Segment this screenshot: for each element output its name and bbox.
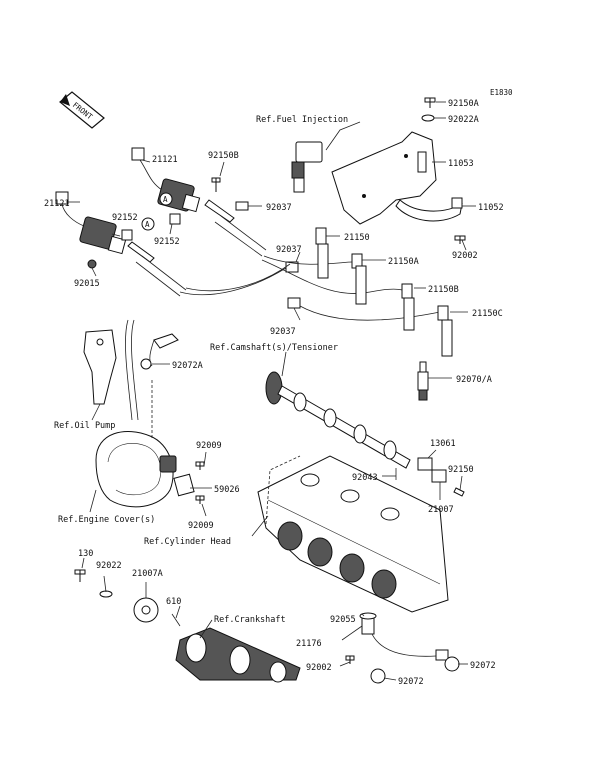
label-21121-lower: 21121 <box>44 199 70 209</box>
clamp-92037-c[interactable] <box>287 297 301 309</box>
pickup-coil-59026[interactable] <box>159 455 195 497</box>
label-92043: 92043 <box>352 473 378 483</box>
circle-marker-a-2: A <box>141 217 155 231</box>
bolt-92009-a-icon[interactable] <box>195 461 205 470</box>
reference-labels: Ref.Fuel Injection Ref.Camshaft(s)/Tensi… <box>54 115 348 625</box>
spark-plug-92070A[interactable] <box>417 361 429 401</box>
oil-pump-bracket[interactable] <box>83 329 117 405</box>
ignition-coil-21121-lower[interactable] <box>55 191 187 297</box>
lead-wire-4 <box>299 305 441 321</box>
label-92152-a: 92152 <box>112 213 138 223</box>
front-direction-arrow-icon: FRONT <box>59 91 105 129</box>
label-92037-a: 92037 <box>266 203 292 213</box>
label-92002-bottom: 92002 <box>306 663 332 673</box>
sensor-lead[interactable] <box>153 333 179 349</box>
ref-engine-cover: Ref.Engine Cover(s) <box>58 515 155 525</box>
bracket-11052[interactable] <box>395 197 463 222</box>
plug-cap-21150[interactable] <box>315 227 329 279</box>
svg-text:A: A <box>145 220 150 229</box>
label-92002-top: 92002 <box>452 251 478 261</box>
bolt-92150-icon[interactable] <box>453 487 465 497</box>
label-92009-a: 92009 <box>196 441 222 451</box>
label-610: 610 <box>166 597 181 607</box>
ref-crankshaft: Ref.Crankshaft <box>214 615 286 625</box>
spacer-92152-b[interactable] <box>169 213 181 225</box>
label-92072-a: 92072 <box>398 677 424 687</box>
ref-oil-pump: Ref.Oil Pump <box>54 421 115 431</box>
lead-wire-1 <box>179 267 287 296</box>
label-92015: 92015 <box>74 279 100 289</box>
label-92152-b: 92152 <box>154 237 180 247</box>
label-92150B: 92150B <box>208 151 239 161</box>
spacer-92152-a[interactable] <box>121 229 133 241</box>
igniter-unit-fuel-injection[interactable] <box>291 141 323 193</box>
clamp-92072-a[interactable] <box>370 668 386 684</box>
label-92055: 92055 <box>330 615 356 625</box>
leader-lines <box>66 101 476 681</box>
label-21150B: 21150B <box>428 285 459 295</box>
camshaft[interactable] <box>265 371 411 469</box>
label-21121-upper: 21121 <box>152 155 178 165</box>
crankshaft[interactable] <box>175 627 301 683</box>
rotor-21007A[interactable] <box>133 597 159 623</box>
clamp-92072-b[interactable] <box>444 656 460 672</box>
label-92150A: 92150A <box>448 99 479 109</box>
clamp-92072A-icon[interactable] <box>140 358 152 370</box>
label-92022: 92022 <box>96 561 122 571</box>
sensor-lead-wire <box>371 633 437 657</box>
bolt-92002-bottom-icon[interactable] <box>345 655 355 664</box>
label-21007: 21007 <box>428 505 454 515</box>
lead-wire-2 <box>263 255 353 265</box>
ref-camshaft-tensioner: Ref.Camshaft(s)/Tensioner <box>210 343 338 353</box>
timing-rotor-13061[interactable] <box>417 457 433 471</box>
plug-cap-21150A[interactable] <box>351 253 367 305</box>
ref-cylinder-head: Ref.Cylinder Head <box>144 537 231 547</box>
label-92009-b: 92009 <box>188 521 214 531</box>
label-59026: 59026 <box>214 485 240 495</box>
bolt-92002-top-icon[interactable] <box>454 235 466 244</box>
label-92072-b: 92072 <box>470 661 496 671</box>
label-13061: 13061 <box>430 439 456 449</box>
sensor-connector[interactable] <box>435 649 449 661</box>
plug-cap-21150B[interactable] <box>401 283 415 331</box>
label-92037-c: 92037 <box>270 327 296 337</box>
bolt-92015-icon[interactable] <box>87 259 97 269</box>
label-92037-b: 92037 <box>276 245 302 255</box>
plate-21007[interactable] <box>431 469 447 483</box>
label-21007A: 21007A <box>132 569 163 579</box>
label-92072A: 92072A <box>172 361 203 371</box>
breather-hose <box>125 319 133 421</box>
label-92150: 92150 <box>448 465 474 475</box>
bolt-92150A-icon[interactable] <box>424 97 436 108</box>
bracket-11053[interactable] <box>331 131 437 225</box>
label-21150: 21150 <box>344 233 370 243</box>
svg-text:A: A <box>163 195 168 204</box>
lead-wire-3 <box>261 259 403 294</box>
label-11053: 11053 <box>448 159 474 169</box>
sensor-21176[interactable] <box>361 617 375 635</box>
ref-fuel-injection: Ref.Fuel Injection <box>256 115 348 125</box>
label-21176: 21176 <box>296 639 322 649</box>
part-labels: 92150A 92022A 11053 11052 92002 21121 21… <box>44 99 504 687</box>
label-11052: 11052 <box>478 203 504 213</box>
label-21150A: 21150A <box>388 257 419 267</box>
o-ring-92055[interactable] <box>359 612 377 620</box>
bolt-92009-b-icon[interactable] <box>195 495 205 504</box>
label-92070A: 92070/A <box>456 375 492 385</box>
label-92022A: 92022A <box>448 115 479 125</box>
clamp-92037-a[interactable] <box>235 201 249 211</box>
circle-marker-a-1: A <box>159 192 173 206</box>
cylinder-head[interactable] <box>257 455 449 613</box>
bolt-92150B-icon[interactable] <box>211 177 221 192</box>
bolt-130-icon[interactable] <box>74 569 86 582</box>
label-21150C: 21150C <box>472 309 503 319</box>
pin-610[interactable] <box>171 613 181 627</box>
label-130: 130 <box>78 549 93 559</box>
plug-cap-21150C[interactable] <box>437 305 453 357</box>
washer-92022A-icon[interactable] <box>421 114 435 122</box>
diagram-id: E1830 <box>490 88 513 97</box>
